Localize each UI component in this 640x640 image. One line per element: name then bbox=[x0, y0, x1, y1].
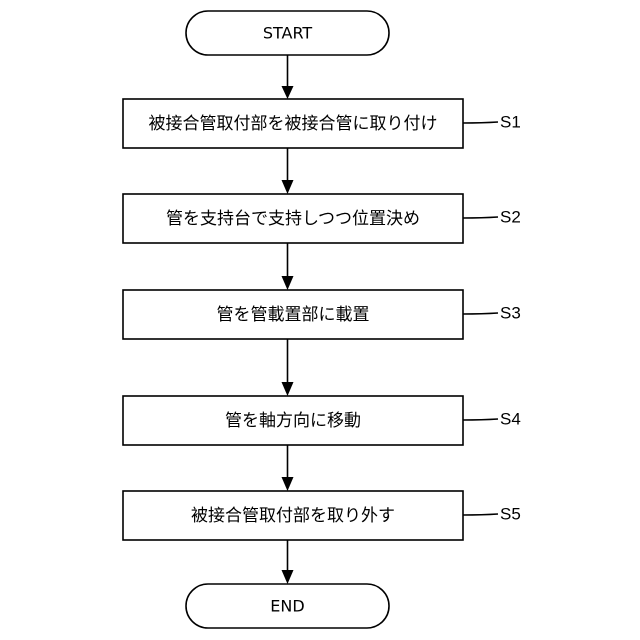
start-terminal: START bbox=[186, 11, 389, 55]
step-text-s3: 管を管載置部に載置 bbox=[217, 305, 370, 325]
connector-s2-s3 bbox=[282, 243, 294, 290]
step-box-s4: 管を軸方向に移動 S4 bbox=[123, 396, 521, 445]
step-text-s1: 被接合管取付部を被接合管に取り付け bbox=[149, 114, 438, 134]
step-box-s5: 被接合管取付部を取り外す S5 bbox=[123, 491, 521, 540]
step-box-s1: 被接合管取付部を被接合管に取り付け S1 bbox=[123, 99, 521, 148]
connector-s3-s4 bbox=[282, 339, 294, 396]
connector-start-s1 bbox=[282, 55, 294, 99]
step-text-s2: 管を支持台で支持しつつ位置決め bbox=[166, 209, 420, 229]
end-label: END bbox=[270, 597, 304, 616]
step-box-s3: 管を管載置部に載置 S3 bbox=[123, 290, 521, 339]
connector-s4-s5 bbox=[282, 445, 294, 491]
step-id-s3: S3 bbox=[500, 304, 521, 323]
step-text-s4: 管を軸方向に移動 bbox=[225, 411, 361, 431]
step-leader-s4 bbox=[463, 419, 498, 420]
start-label: START bbox=[263, 24, 313, 43]
step-leader-s3 bbox=[463, 313, 498, 314]
step-text-s5: 被接合管取付部を取り外す bbox=[191, 506, 395, 526]
step-leader-s1 bbox=[463, 122, 498, 123]
step-id-s2: S2 bbox=[500, 208, 521, 227]
step-box-s2: 管を支持台で支持しつつ位置決め S2 bbox=[123, 194, 521, 243]
step-id-s1: S1 bbox=[500, 113, 521, 132]
connector-s1-s2 bbox=[282, 148, 294, 194]
step-id-s4: S4 bbox=[500, 410, 521, 429]
connector-s5-end bbox=[282, 540, 294, 584]
step-leader-s2 bbox=[463, 217, 498, 218]
step-id-s5: S5 bbox=[500, 505, 521, 524]
end-terminal: END bbox=[186, 584, 389, 628]
step-leader-s5 bbox=[463, 514, 498, 515]
